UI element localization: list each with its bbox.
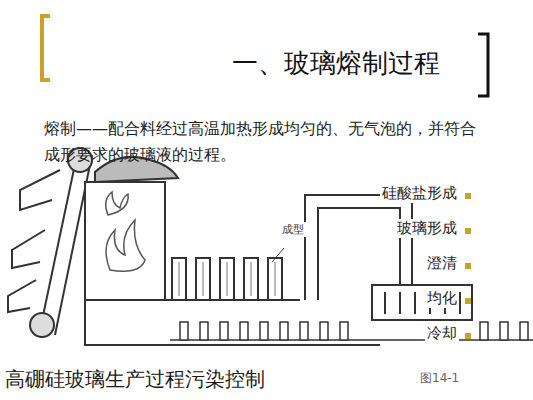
figure-number: 图14-1	[420, 370, 459, 387]
title-bracket	[42, 16, 50, 80]
stage-label: 硅酸盐形成	[380, 184, 459, 203]
stage-label: 均化	[425, 289, 459, 308]
stage-label: 冷却	[425, 324, 459, 343]
stage-label: 玻璃形成	[395, 219, 459, 238]
slide-title: 一、玻璃熔制过程	[232, 46, 440, 81]
slide-caption: 高硼硅玻璃生产过程污染控制	[3, 366, 267, 393]
stage-label: 澄清	[425, 254, 459, 273]
definition-text: 熔制——配合料经过高温加热形成均匀的、无气泡的，并符合成形要求的玻璃液的过程。	[44, 116, 480, 168]
title-bracket	[478, 34, 488, 96]
part-label: 成型	[280, 222, 306, 237]
